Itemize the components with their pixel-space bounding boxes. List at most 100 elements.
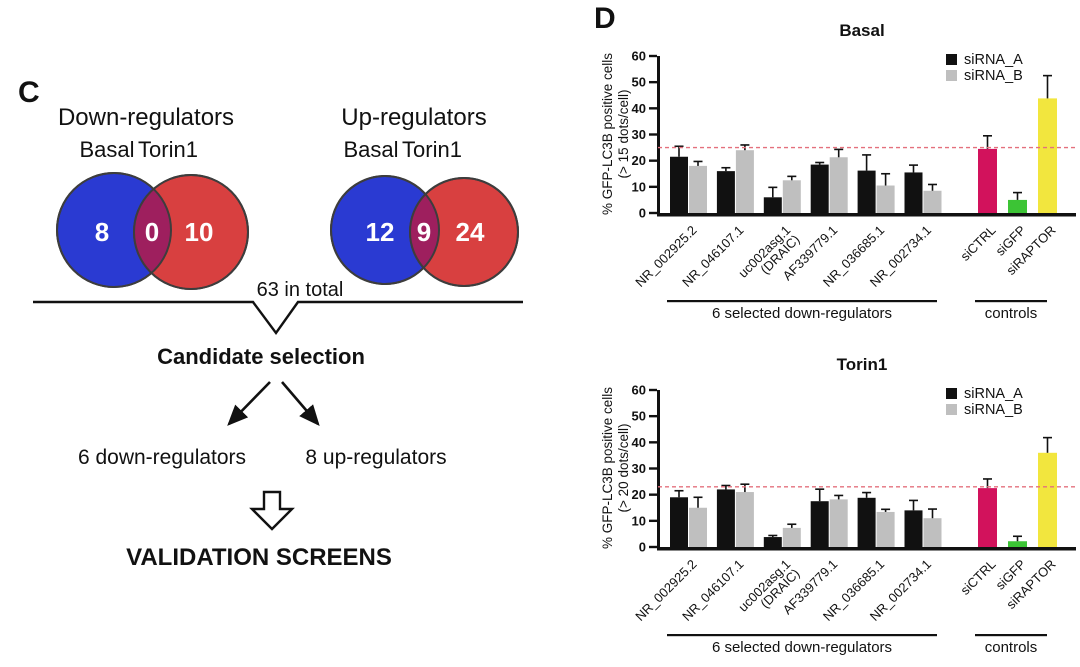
block-arrow-down-icon <box>249 490 295 531</box>
y-tick <box>649 54 657 58</box>
error-bar <box>818 489 821 502</box>
y-tick-label: 20 <box>632 153 646 168</box>
y-tick <box>649 80 657 84</box>
error-bar <box>884 509 887 512</box>
y-tick-label: 10 <box>632 179 646 194</box>
controls-underline <box>975 634 1047 637</box>
bar-siRNA_B <box>829 157 848 213</box>
group-label: 6 selected down-regulators <box>712 305 892 322</box>
error-cap <box>909 499 918 502</box>
venn-up-left-value: 12 <box>366 217 395 247</box>
error-bar <box>744 484 746 493</box>
error-bar <box>865 154 868 171</box>
error-cap <box>768 534 778 537</box>
error-bar <box>865 492 868 498</box>
error-cap <box>721 166 731 169</box>
bar-siRNA_B <box>689 165 707 213</box>
error-cap <box>740 483 750 485</box>
error-bar <box>1046 437 1049 453</box>
y-tick-label: 60 <box>632 383 646 398</box>
y-tick-label: 50 <box>632 75 646 90</box>
bar-siRNA_B <box>735 492 754 547</box>
error-bar <box>697 161 699 166</box>
error-cap <box>787 523 797 526</box>
bar-siRNA_A <box>670 156 688 213</box>
legend-label-siRNA_B: siRNA_B <box>964 402 1023 418</box>
summary-bracket <box>33 300 523 336</box>
error-bar <box>697 497 699 508</box>
group-label: 6 selected down-regulators <box>712 639 892 656</box>
error-bar <box>791 524 793 528</box>
error-bar <box>931 184 934 191</box>
y-tick <box>649 414 657 418</box>
y-tick-label: 0 <box>639 206 646 221</box>
y-axis-label-line2: (> 20 dots/cell) <box>616 424 631 513</box>
bar-siRNA_B <box>876 511 895 547</box>
controls-label: controls <box>985 305 1038 322</box>
venn-down-overlap-value: 0 <box>145 217 159 247</box>
bar-siRNA_A <box>763 197 782 213</box>
bar-siRAPTOR <box>1038 452 1057 547</box>
error-bar <box>837 149 840 158</box>
error-bar <box>986 478 989 489</box>
y-tick-label: 10 <box>632 513 646 528</box>
group-underline <box>667 634 937 637</box>
error-cap <box>674 489 684 492</box>
error-bar <box>818 162 821 165</box>
error-cap <box>815 161 825 164</box>
y-tick-label: 20 <box>632 487 646 502</box>
venn-down-basal-label: Basal <box>79 137 134 162</box>
bar-siRNA_B <box>829 499 848 547</box>
legend-label-siRNA_B: siRNA_B <box>964 68 1023 84</box>
bar-siRNA_A <box>763 537 782 547</box>
error-cap <box>1043 436 1052 439</box>
bar-siCTRL <box>978 148 997 213</box>
error-bar <box>725 167 727 172</box>
legend-label-siRNA_A: siRNA_A <box>964 52 1023 68</box>
validation-screens-label: VALIDATION SCREENS <box>126 544 392 571</box>
y-axis-label-line2: (> 15 dots/cell) <box>616 90 631 179</box>
bar-siRNA_B <box>782 180 801 213</box>
error-cap <box>674 145 684 148</box>
error-bar <box>837 495 840 500</box>
venn-down-right-value: 10 <box>185 217 214 247</box>
controls-label: controls <box>985 639 1038 656</box>
error-cap <box>881 508 891 511</box>
venn-down-torin-outline <box>133 174 249 290</box>
error-cap <box>1013 535 1022 538</box>
error-cap <box>928 508 937 510</box>
venn-up-title: Up-regulators <box>341 104 486 131</box>
y-tick <box>649 388 657 392</box>
error-cap <box>834 494 844 497</box>
bar-siRNA_B <box>923 190 942 213</box>
bar-siRNA_A <box>716 489 735 547</box>
bar-siRNA_A <box>670 497 688 547</box>
error-bar <box>1046 75 1049 99</box>
bar-siRNA_B <box>782 527 801 547</box>
error-bar <box>884 173 887 186</box>
legend-swatch-siRNA_B <box>946 404 957 415</box>
y-tick <box>649 441 657 444</box>
venn-down-left-value: 8 <box>95 217 109 247</box>
y-axis <box>657 56 660 216</box>
control-label: siCTRL <box>957 557 998 598</box>
error-cap <box>862 154 872 156</box>
y-tick-label: 0 <box>639 540 646 555</box>
bar-siCTRL <box>978 488 997 547</box>
venn-up-torin-outline <box>409 177 519 287</box>
legend-swatch-siRNA_A <box>946 388 957 399</box>
y-tick <box>649 185 657 189</box>
control-label: siCTRL <box>957 223 998 264</box>
error-cap <box>834 148 844 151</box>
error-cap <box>1013 191 1022 194</box>
venn-up-basal-outline <box>330 175 440 285</box>
x-axis <box>657 547 1076 551</box>
y-tick-label: 50 <box>632 409 646 424</box>
bar-siRAPTOR <box>1038 98 1057 213</box>
y-axis-label-line1: % GFP-LC3B positive cells <box>600 53 615 215</box>
chart-title: Basal <box>839 21 884 40</box>
error-bar <box>678 146 680 157</box>
arrow-left <box>227 381 271 426</box>
error-bar <box>1016 192 1019 200</box>
